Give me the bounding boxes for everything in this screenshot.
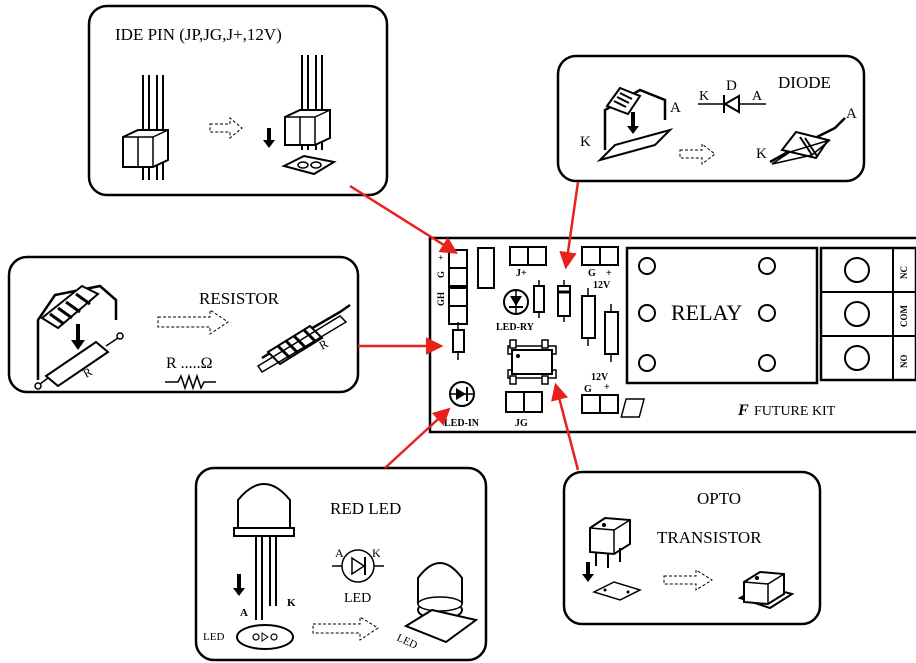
arrow-red-led [384,407,451,469]
led-footprint-label: LED [203,631,224,643]
diode-component-icon [596,86,674,162]
g-bottom-label: G [584,384,592,395]
callout-arrows [349,181,580,471]
opto-title-line1: OPTO [697,489,741,508]
plus-top-label: + [606,268,612,279]
dashed-arrow-icon [157,309,229,335]
resistor-zigzag-icon [165,373,216,391]
led-ry: LED-RY [496,289,535,333]
led-in: LED-IN [444,381,480,429]
resistor-component-icon: R [34,284,124,390]
jplus-header: J+ [509,246,547,279]
twelve-v-bottom-label: 12V [591,372,609,383]
diode-pin-a-2: A [846,106,857,122]
left-g-label: G [436,271,446,278]
pcb-resistor-tall-1 [581,295,596,339]
pin-header-icon [122,75,169,180]
pcb-component-block [477,247,495,289]
led-symbol-k: K [372,546,381,560]
dashed-arrow-icon [663,569,713,591]
future-kit-logo: F FUTURE KIT [620,398,836,419]
led-installed-icon [403,562,479,644]
arrow-ide-pin [349,184,458,254]
arrow-opto [551,382,580,471]
pcb-opto-ic [507,339,557,385]
led-footprint-icon [236,624,294,650]
pcb-resistor-tall-2 [604,311,619,355]
opto-title-line2: TRANSISTOR [657,528,762,547]
diode-symbol-a: A [752,89,763,104]
pcb-resistor-left [452,329,465,353]
led-ry-label: LED-RY [496,322,535,333]
diode-symbol-icon [698,94,766,114]
diode-pin-a-1: A [670,100,681,116]
jg-label: JG [515,418,528,429]
relay: RELAY [625,246,819,385]
dashed-arrow-icon [679,142,716,166]
left-gh-label: GH [436,292,446,306]
left-header: + G GH [436,249,468,325]
ide-pin-callout: IDE PIN (JP,JG,J+,12V) [87,4,389,197]
relay-label: RELAY [671,300,742,325]
twelve-v-top-label: 12V [593,280,611,291]
pcb-board: + G GH J+ G + 12V LED-RY [428,236,916,434]
red-led-callout: RED LED A K LED A K LED [194,466,488,662]
jg-header: JG [505,391,543,429]
pin-header-assembled-icon [281,55,337,176]
arrow-diode [559,181,580,270]
red-led-title: RED LED [330,499,401,518]
opto-callout: OPTO TRANSISTOR [562,470,822,626]
pcb-resistor-small [533,285,545,313]
diode-symbol-d: D [726,78,737,94]
resistor-callout: RESISTOR R R .....Ω [7,255,360,394]
dashed-arrow-icon [312,616,379,641]
power-header-bottom: 12V G + [581,372,619,414]
led-symbol-label: LED [344,591,371,606]
diode-callout: DIODE K A D K A K A [556,54,866,183]
logo-letter: F [737,402,749,419]
diode-pin-k-1: K [580,134,591,150]
g-top-label: G [588,268,596,279]
power-header-top: G + 12V [581,246,619,291]
jplus-label: J+ [516,268,527,279]
led-pin-a: A [240,607,248,619]
diode-installed-icon [769,117,846,165]
resistor-symbol-text: R .....Ω [166,355,213,372]
led-component-icon [233,483,295,620]
led-in-label: LED-IN [444,418,480,429]
led-symbol-icon [332,549,384,583]
left-plus-label: + [436,255,446,260]
terminal-com-label: COM [899,305,909,328]
diode-title: DIODE [778,73,831,92]
brand-label: FUTURE KIT [754,404,836,419]
opto-installed-icon [737,570,795,610]
ide-pin-title: IDE PIN (JP,JG,J+,12V) [115,25,282,44]
plus-bottom-label: + [604,382,610,393]
led-symbol-a: A [335,546,344,560]
diode-symbol-k: K [699,89,709,104]
diode-pin-k-2: K [756,146,767,162]
terminal-block: NC COM NO [819,246,916,382]
resistor-title: RESISTOR [199,289,280,308]
terminal-no-label: NO [899,355,909,369]
terminal-nc-label: NC [899,266,909,279]
opto-ic-icon [582,516,643,601]
down-arrow-icon [263,128,275,148]
dashed-arrow-icon [209,116,243,140]
led-pin-k: K [287,597,296,609]
